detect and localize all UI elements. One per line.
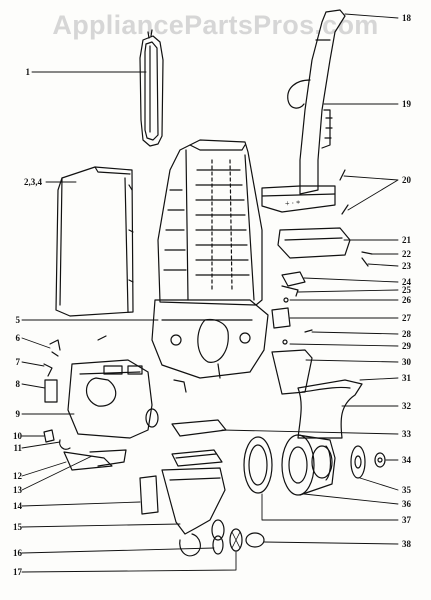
svg-text:+ · *: + · * xyxy=(285,199,300,208)
callout-29: 29 xyxy=(402,341,411,351)
callout-23: 23 xyxy=(402,261,411,271)
callout-24: 24 xyxy=(402,277,411,287)
watermark: AppliancePartsPros.com xyxy=(52,10,379,40)
part-33-filters xyxy=(171,419,227,467)
callout-20: 20 xyxy=(402,175,411,185)
callout-33: 33 xyxy=(402,429,411,439)
callout-11: 11 xyxy=(13,443,22,453)
callout-5: 5 xyxy=(15,315,21,325)
part-5-13-nozzle xyxy=(43,335,187,471)
callout-31: 31 xyxy=(402,373,411,383)
callout-6: 6 xyxy=(15,333,21,343)
callout-9: 9 xyxy=(15,409,21,419)
callout-38: 38 xyxy=(402,539,411,549)
callout-26: 26 xyxy=(402,295,411,305)
callout-34: 34 xyxy=(402,455,411,465)
part-27-28-29-latch xyxy=(271,307,313,345)
callout-21: 21 xyxy=(402,235,411,245)
callout-25: 25 xyxy=(402,285,411,295)
callout-37: 37 xyxy=(402,515,411,525)
part-21-bracket xyxy=(277,227,351,259)
callout-36: 36 xyxy=(402,499,411,509)
part-2-3-4-bag xyxy=(55,166,134,317)
part-20-screws xyxy=(339,169,349,215)
callout-28: 28 xyxy=(402,329,411,339)
callout-32: 32 xyxy=(402,401,411,411)
callout-18: 18 xyxy=(402,13,411,23)
callout-2-3-4: 2,3,4 xyxy=(24,177,42,187)
callout-19: 19 xyxy=(402,99,411,109)
part-31-32-cover xyxy=(297,379,363,439)
callout-12: 12 xyxy=(13,471,22,481)
callout-13: 13 xyxy=(13,485,22,495)
callout-17: 17 xyxy=(13,567,22,577)
callout-30: 30 xyxy=(402,357,411,367)
callout-10: 10 xyxy=(13,431,22,441)
part-24-25-26-switch xyxy=(281,271,306,303)
leader-lines xyxy=(21,13,399,573)
callout-27: 27 xyxy=(402,313,411,323)
part-18-19-handle: + · * xyxy=(261,9,346,213)
part-16-17-38-wheels xyxy=(212,528,265,555)
callout-8: 8 xyxy=(15,379,21,389)
part-30-plate xyxy=(271,349,313,395)
callout-22: 22 xyxy=(402,249,411,259)
callout-16: 16 xyxy=(13,548,22,558)
callout-35: 35 xyxy=(402,485,411,495)
part-34-37-motor xyxy=(243,434,386,496)
callout-15: 15 xyxy=(13,522,22,532)
callout-14: 14 xyxy=(13,501,22,511)
callout-7: 7 xyxy=(15,357,21,367)
part-1-cord xyxy=(139,29,164,147)
part-22-23-clips xyxy=(361,251,373,267)
part-14-15-base xyxy=(139,467,226,557)
main-housing xyxy=(151,139,269,379)
callout-1: 1 xyxy=(25,67,31,77)
